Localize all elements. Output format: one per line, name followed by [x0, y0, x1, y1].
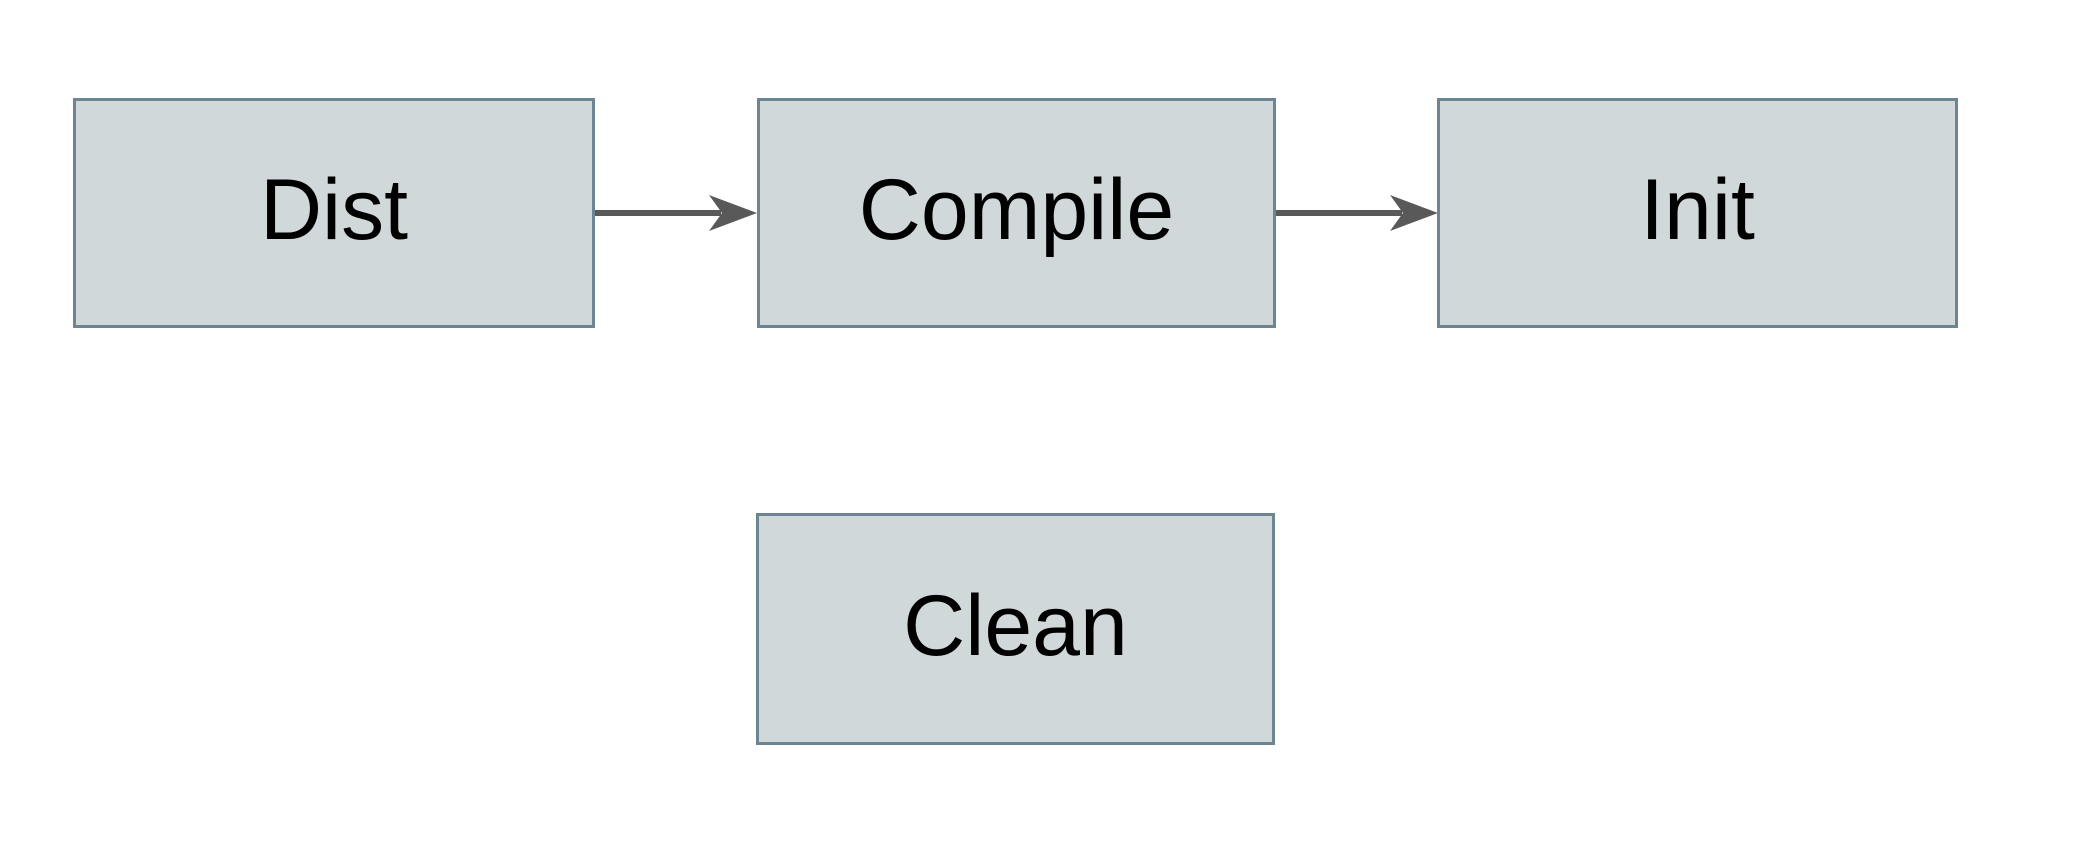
node-clean: Clean	[756, 513, 1275, 745]
node-compile-label: Compile	[858, 162, 1175, 258]
node-compile: Compile	[757, 98, 1276, 328]
edge-compile-to-init-arrow-icon	[1276, 195, 1438, 231]
node-init-label: Init	[1640, 162, 1755, 258]
edge-dist-to-compile-arrow-icon	[595, 195, 757, 231]
node-dist: Dist	[73, 98, 595, 328]
node-clean-label: Clean	[903, 578, 1128, 674]
node-dist-label: Dist	[259, 162, 409, 258]
node-init: Init	[1437, 98, 1958, 328]
